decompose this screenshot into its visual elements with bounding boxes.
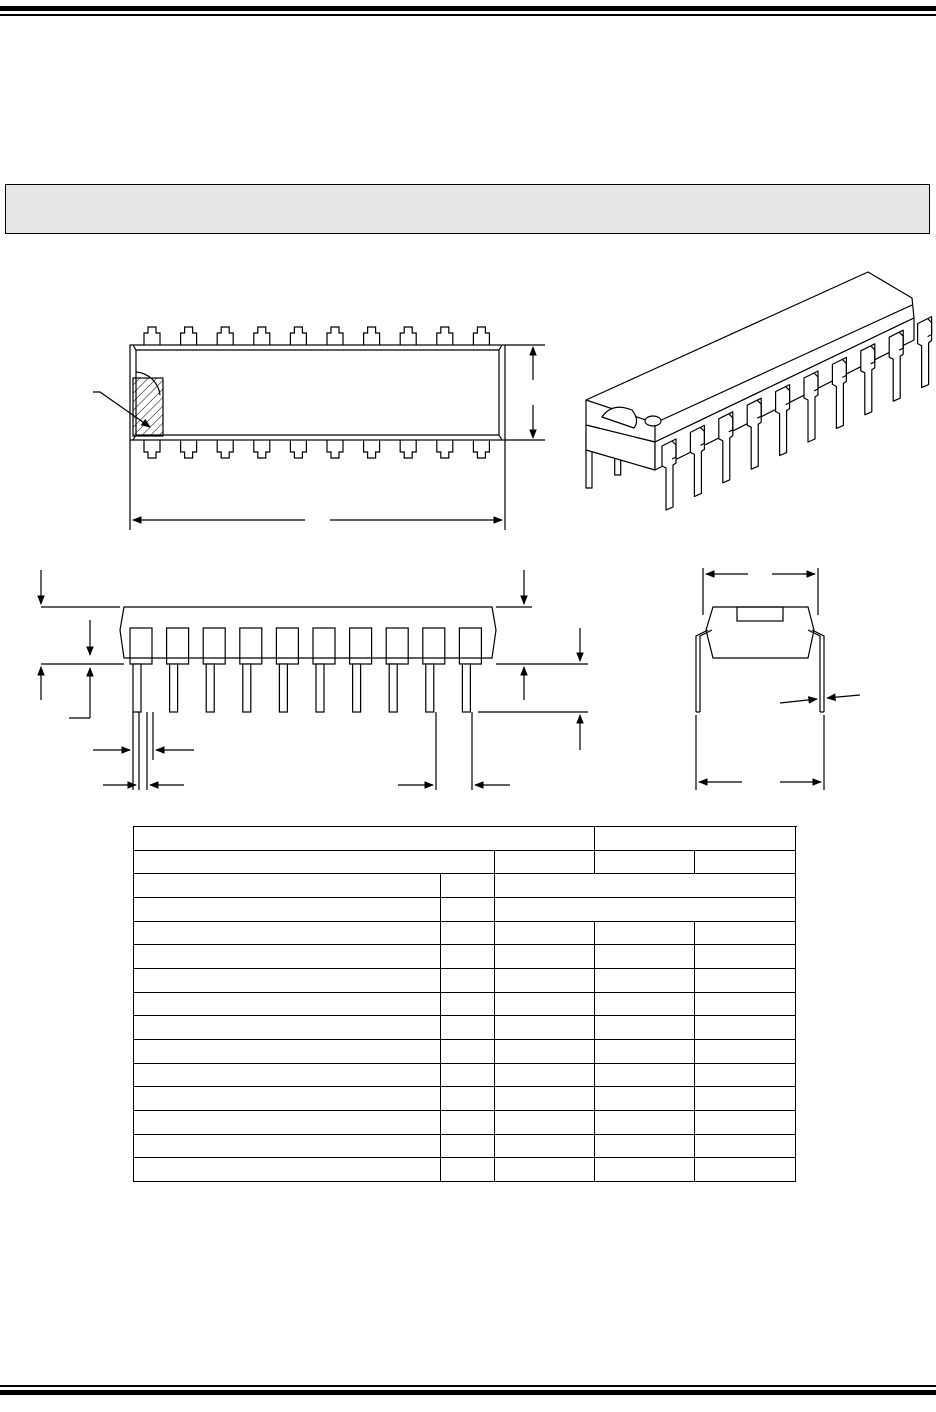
side-lead-pin	[169, 663, 179, 713]
iso-front-lead-edge	[842, 356, 847, 378]
iso-front-lead-edge	[785, 384, 791, 406]
top-view-leads	[143, 326, 490, 459]
top-lead	[326, 326, 344, 345]
side-lead-pin	[242, 663, 252, 713]
top-lead	[399, 326, 417, 345]
iso-front-lead	[746, 399, 762, 470]
side-view	[37, 570, 588, 790]
top-lead	[253, 326, 271, 345]
top-lead	[180, 326, 198, 345]
footer-rule-thin	[0, 1385, 936, 1387]
dimension-table	[133, 826, 796, 1182]
iso-front-lead	[689, 426, 705, 497]
iso-front-lead	[803, 372, 819, 443]
table-row	[133, 944, 796, 969]
side-lead-pin	[278, 663, 288, 713]
iso-front-lead-edge	[898, 329, 904, 351]
top-lead	[472, 326, 490, 345]
bottom-lead	[436, 440, 454, 459]
side-lead-pin	[205, 663, 215, 713]
bottom-lead	[472, 440, 490, 459]
top-lead	[143, 326, 161, 345]
bottom-lead	[363, 440, 381, 459]
side-lead-pin	[461, 663, 471, 713]
iso-front-lead	[860, 345, 876, 416]
header-rule-thin	[0, 14, 936, 16]
side-view-leads	[129, 627, 482, 713]
package-title-band	[5, 184, 930, 234]
iso-front-lead-edge	[700, 424, 705, 446]
bottom-lead	[180, 440, 198, 459]
top-lead	[289, 326, 307, 345]
bottom-lead	[399, 440, 417, 459]
table-row	[133, 1038, 796, 1064]
table-row	[133, 1062, 796, 1088]
side-lead-pin	[425, 663, 435, 713]
iso-front-lead-edge	[927, 316, 933, 338]
iso-front-lead	[831, 358, 847, 429]
iso-front-lead	[888, 331, 904, 402]
iso-front-lead	[718, 413, 734, 484]
side-lead-pin	[352, 663, 362, 713]
side-lead-pin	[132, 663, 142, 713]
top-lead	[436, 326, 454, 345]
table-row	[133, 1086, 796, 1111]
table-row	[133, 849, 796, 875]
iso-front-lead-edge	[813, 370, 819, 392]
bottom-lead	[253, 440, 271, 459]
top-lead	[363, 326, 381, 345]
top-view	[93, 326, 545, 530]
table-row	[133, 1015, 796, 1040]
iso-front-leads	[661, 316, 933, 511]
header-rule-thick	[0, 6, 936, 11]
bottom-lead	[289, 440, 307, 459]
side-lead-pin	[388, 663, 398, 713]
end-view	[695, 568, 861, 790]
side-lead-pin	[315, 663, 325, 713]
iso-front-lead	[775, 386, 791, 457]
iso-front-lead	[917, 318, 933, 389]
footer-rule-thick	[0, 1390, 936, 1395]
isometric-view	[585, 271, 933, 511]
table-row	[133, 896, 796, 922]
top-lead	[216, 326, 234, 345]
table-row	[133, 991, 796, 1017]
table-row	[133, 1109, 796, 1135]
iso-front-lead	[661, 440, 677, 511]
bottom-lead	[326, 440, 344, 459]
iso-front-lead-edge	[870, 343, 876, 365]
iso-front-lead-edge	[671, 438, 677, 460]
bottom-lead	[143, 440, 161, 459]
table-row	[133, 826, 796, 851]
table-row	[133, 1133, 796, 1159]
pin1-index-area	[132, 377, 164, 437]
table-row	[133, 920, 796, 946]
iso-front-lead-edge	[728, 411, 734, 433]
bottom-lead	[216, 440, 234, 459]
iso-front-lead-edge	[756, 397, 762, 419]
table-row	[133, 1157, 796, 1182]
table-row	[133, 967, 796, 993]
table-row	[133, 873, 796, 898]
